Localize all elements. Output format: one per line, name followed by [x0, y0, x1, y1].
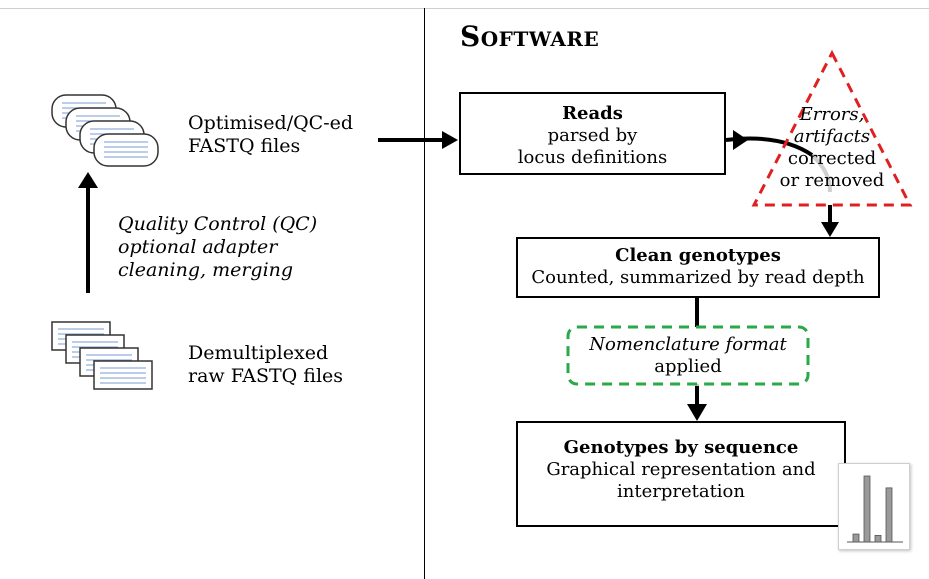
- to-reads-arrow-head: [442, 131, 458, 149]
- qc-step-label-line1: Quality Control (QC): [118, 213, 318, 235]
- nomenclature-to-genotypes-arrow-head: [687, 404, 707, 421]
- nomenclature-box-border: [566, 325, 810, 386]
- errors-text-line4: or removed: [779, 170, 885, 191]
- errors-triangle-text: Errors, artifacts corrected or removed: [752, 104, 912, 192]
- raw-files-label-line1: Demultiplexed: [188, 342, 329, 364]
- errors-text-line2: artifacts: [793, 126, 871, 147]
- genotypes-box-line2: interpretation: [616, 481, 745, 502]
- clean-genotypes-box: Clean genotypes Counted, summarized by r…: [516, 237, 880, 298]
- errors-text-line3: corrected: [787, 148, 877, 169]
- genotypes-by-sequence-box: Genotypes by sequence Graphical represen…: [516, 421, 846, 527]
- errors-text-line1: Errors,: [799, 104, 865, 125]
- errors-triangle: [751, 49, 913, 207]
- raw-files-label-line2: raw FASTQ files: [188, 365, 344, 387]
- qc-files-label: Optimised/QC-ed FASTQ files: [188, 112, 353, 158]
- qc-arrow-head: [78, 172, 98, 188]
- genotypes-box-line1: Graphical representation and: [546, 459, 816, 480]
- qc-files-label-line1: Optimised/QC-ed: [188, 112, 354, 134]
- nomenclature-box-italic-line: Nomenclature format: [589, 334, 787, 355]
- reads-box-line2: locus definitions: [517, 147, 668, 168]
- mini-chart-bar: [852, 533, 860, 543]
- mini-chart-bar: [885, 487, 893, 543]
- mini-bar-chart-icon: [838, 463, 910, 550]
- software-panel-border: [424, 8, 425, 579]
- qc-files-label-line2: FASTQ files: [188, 135, 301, 157]
- clean-box-title: Clean genotypes: [615, 245, 781, 266]
- raw-fastq-files-icon: [51, 321, 153, 390]
- qc-fastq-files-icon: [51, 94, 159, 167]
- reads-box-title: Reads: [562, 103, 623, 124]
- mini-bar-chart-svg: [847, 475, 903, 543]
- top-rule: [0, 8, 929, 9]
- errors-passthrough-line: [810, 153, 832, 193]
- mini-chart-bar: [874, 535, 882, 543]
- mini-chart-bar: [863, 475, 871, 543]
- qc-step-label-line3: cleaning, merging: [118, 259, 294, 281]
- reads-box: Reads parsed by locus definitions: [459, 92, 726, 175]
- reads-box-line1: parsed by: [547, 125, 638, 146]
- qc-step-label: Quality Control (QC) optional adapter cl…: [118, 213, 317, 282]
- software-title: Software: [460, 20, 600, 53]
- genotypes-box-title: Genotypes by sequence: [563, 437, 799, 458]
- reads-to-errors-arrow-head: [733, 130, 748, 150]
- errors-to-clean-arrow-head: [821, 222, 839, 237]
- clean-box-line: Counted, summarized by read depth: [531, 267, 865, 288]
- nomenclature-box-line: applied: [654, 356, 722, 377]
- qc-step-label-line2: optional adapter: [118, 236, 278, 258]
- raw-files-label: Demultiplexed raw FASTQ files: [188, 342, 343, 388]
- nomenclature-box: Nomenclature format applied: [568, 334, 808, 378]
